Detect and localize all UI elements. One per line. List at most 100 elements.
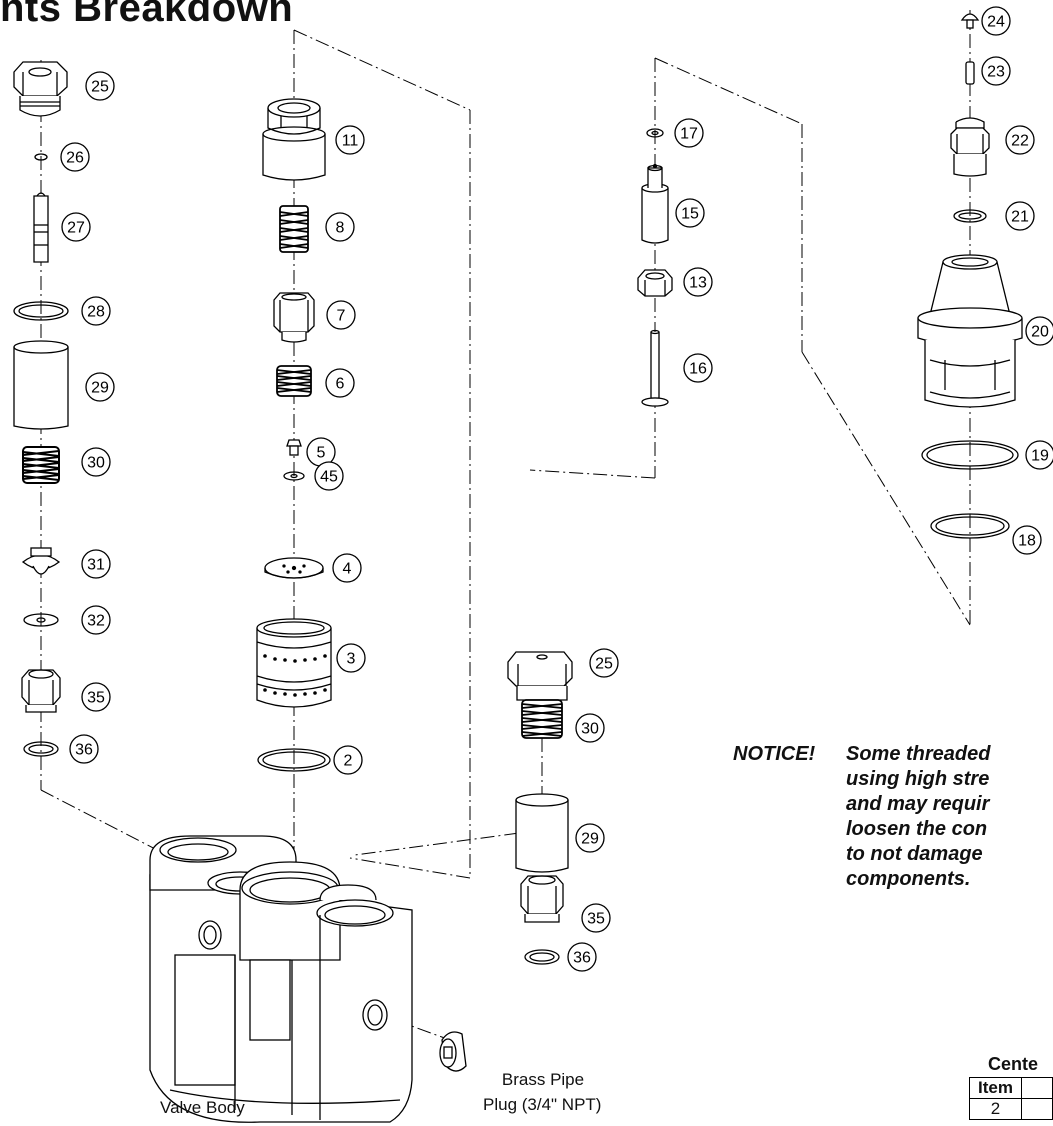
page-title: nts Breakdown (0, 0, 294, 30)
callout-circle (683, 267, 713, 297)
nut-35 (21, 669, 61, 713)
callout-number: 15 (681, 206, 699, 223)
callout-circle (675, 198, 705, 228)
callout-number: 11 (342, 133, 359, 150)
callout-circle (1012, 525, 1042, 555)
callout-circle (683, 353, 713, 383)
callout-circle (81, 682, 111, 712)
callout-number: 26 (66, 150, 84, 167)
callout-number: 19 (1031, 448, 1049, 465)
callout-number: 21 (1011, 209, 1029, 226)
callout-circle (85, 372, 115, 402)
cap-11 (262, 98, 326, 181)
callout-number: 29 (91, 380, 109, 397)
fitting-22 (950, 117, 990, 177)
callout-circle (1025, 440, 1053, 470)
spring-8 (279, 205, 309, 253)
sleeve-29b (515, 793, 569, 873)
notice-line: loosen the con (846, 818, 988, 840)
callout-number: 32 (87, 613, 105, 630)
table-header-blank (1020, 1077, 1053, 1099)
valve-31 (21, 547, 61, 575)
callout-number: 3 (347, 651, 356, 668)
hex-cap-25 (13, 61, 68, 117)
pin-24 (960, 13, 980, 29)
callout-circle (581, 903, 611, 933)
valve-body (149, 835, 413, 1123)
spring-30b (521, 699, 563, 739)
callout-circle (575, 823, 605, 853)
callout-number: 22 (1011, 133, 1029, 150)
piston-15 (641, 163, 669, 244)
callout-circle (81, 447, 111, 477)
brass-pipe-plug (439, 1031, 467, 1072)
callout-number: 6 (336, 376, 345, 393)
callout-number: 30 (87, 455, 105, 472)
callout-circle (325, 368, 355, 398)
table-header-item: Item (969, 1077, 1022, 1099)
callout-number: 8 (336, 220, 345, 237)
callout-circle (81, 296, 111, 326)
callout-circle (333, 745, 363, 775)
callout-number: 23 (987, 64, 1005, 81)
callout-number: 13 (689, 275, 707, 292)
callout-circle (1005, 125, 1035, 155)
callout-number: 18 (1018, 533, 1036, 550)
callout-circle (1005, 201, 1035, 231)
nut-35b (520, 875, 564, 923)
hex-nut-13 (637, 269, 673, 297)
callout-number: 36 (75, 742, 93, 759)
callout-circle (332, 553, 362, 583)
cage-3 (256, 618, 332, 708)
table-title: Cente (988, 1054, 1039, 1074)
callout-number: 2 (344, 753, 353, 770)
fitting-7 (273, 292, 315, 343)
callout-number: 28 (87, 304, 105, 321)
callout-number: 35 (87, 690, 105, 707)
notice-line: components. (846, 868, 971, 890)
sleeve-29 (13, 340, 69, 430)
callout-number: 25 (595, 656, 613, 673)
callout-number: 45 (320, 469, 338, 486)
plug-caption-line1: Brass Pipe (501, 1070, 585, 1089)
notice-line: using high stre (846, 768, 990, 790)
callout-circle (981, 56, 1011, 86)
body-20 (917, 254, 1023, 408)
table-cell (1020, 1098, 1053, 1120)
callout-circle (326, 300, 356, 330)
rod-16 (641, 329, 669, 407)
callout-circle (567, 942, 597, 972)
callout-number: 27 (67, 220, 85, 237)
callout-number: 5 (317, 445, 326, 462)
callout-number: 16 (689, 361, 707, 378)
callout-circle (314, 461, 344, 491)
callout-circle (81, 549, 111, 579)
disc-4 (264, 557, 324, 579)
callout-number: 30 (581, 721, 599, 738)
callout-circle (69, 734, 99, 764)
poppet-5 (286, 439, 302, 456)
callout-circle (81, 605, 111, 635)
callout-circle (589, 648, 619, 678)
callout-circle (674, 118, 704, 148)
notice-heading: NOTICE! (733, 743, 816, 765)
callout-circle (61, 212, 91, 242)
plug-caption-line2: Plug (3/4" NPT) (483, 1095, 602, 1114)
callout-circle (981, 6, 1011, 36)
callout-number: 36 (573, 950, 591, 967)
callout-circle (325, 212, 355, 242)
callout-number: 29 (581, 831, 599, 848)
callout-number: 4 (343, 561, 352, 578)
callout-circle (336, 643, 366, 673)
callout-group: 2423222120191825262728293031323536118765… (60, 6, 1053, 972)
callout-number: 25 (91, 79, 109, 96)
table-cell: 2 (969, 1098, 1022, 1120)
parts-table: Item 2 (969, 1077, 1053, 1120)
notice-line: to not damage (846, 843, 983, 865)
callout-number: 31 (87, 557, 105, 574)
spring-30 (22, 446, 60, 484)
hex-cap-25b (507, 651, 573, 701)
callout-circle (85, 71, 115, 101)
callout-circle (575, 713, 605, 743)
